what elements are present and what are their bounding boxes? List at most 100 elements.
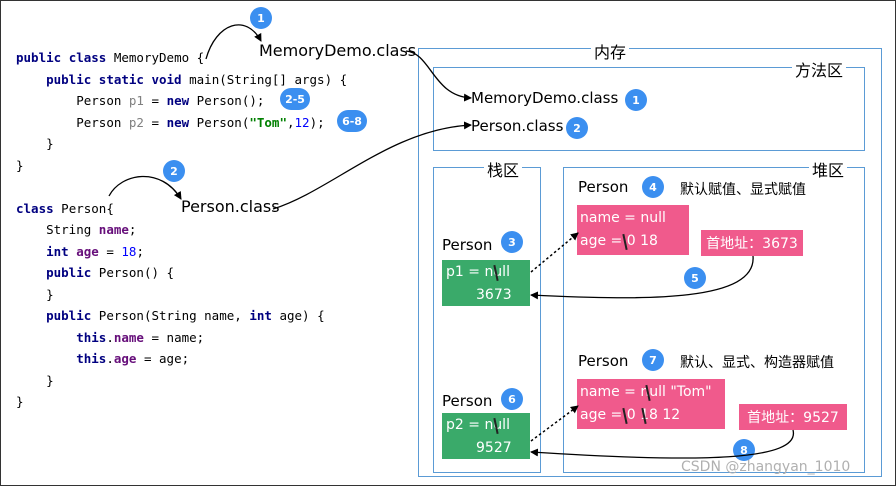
- assignment: = name;: [143, 329, 205, 345]
- new-value: 18: [640, 233, 658, 249]
- assignment: = age;: [136, 351, 190, 366]
- method-area-badge-1: 1: [625, 89, 647, 111]
- memory-region: [418, 48, 882, 477]
- constructor-signature-end: age) {: [279, 308, 325, 323]
- keyword: int: [249, 308, 272, 323]
- step-badge-2: 2: [163, 160, 185, 182]
- heap-object-1: name = null age = 0 18: [577, 205, 689, 255]
- method-area-badge-2: 2: [566, 117, 588, 139]
- code-line: this.age = age;: [16, 348, 347, 370]
- field-name: age: [76, 243, 99, 259]
- semicolon: ;: [128, 222, 137, 237]
- code-line: }: [16, 155, 347, 177]
- stack-person-label-1: Person: [442, 236, 493, 254]
- field-name: name =: [580, 384, 641, 400]
- heap-badge-5: 5: [684, 267, 706, 289]
- arrow-p1-to-heap-1: [530, 232, 579, 273]
- code-line: Person p1 = new Person();: [16, 90, 347, 112]
- new-value: "Tom": [670, 384, 712, 400]
- var-name: p1 =: [446, 264, 485, 280]
- code-line: String name;: [16, 219, 347, 241]
- keyword: new: [166, 93, 190, 108]
- code-line: Person p2 = new Person("Tom",12);: [16, 112, 347, 134]
- call-end: );: [309, 114, 325, 130]
- keyword: class: [16, 200, 54, 216]
- field-name-value: name = null: [580, 210, 666, 226]
- method-area-memorydemo-class: MemoryDemo.class: [471, 89, 619, 107]
- comma: ,: [287, 114, 295, 130]
- arrow-addr-2-to-p2: [530, 429, 794, 459]
- class-name: Person{: [61, 200, 114, 216]
- code-block: public class MemoryDemo { public static …: [16, 47, 347, 413]
- variable: p2: [128, 114, 144, 130]
- new-value: 9527: [476, 440, 512, 456]
- keyword: static: [98, 71, 144, 87]
- brace: }: [46, 286, 54, 302]
- arrow-p2-to-heap-2: [530, 405, 579, 442]
- dot: .: [106, 351, 114, 366]
- stack-var-p2: p2 = null 9527: [442, 413, 530, 459]
- watermark: CSDN @zhangyan_1010: [681, 459, 851, 475]
- heap-badge-7: 7: [642, 349, 664, 371]
- new-value: 12: [662, 407, 681, 423]
- code-line: }: [16, 370, 347, 392]
- old-value: null: [484, 417, 510, 433]
- method-signature: main(String[] args) {: [189, 71, 348, 87]
- brace: }: [16, 157, 24, 173]
- number-literal: 12: [294, 114, 310, 130]
- brace: }: [16, 394, 24, 409]
- stack-title: 栈区: [484, 157, 523, 181]
- code-line: public class MemoryDemo {: [16, 47, 347, 69]
- type-name: Person: [76, 114, 122, 130]
- code-line: class Person{: [16, 198, 347, 220]
- old-value: 0: [626, 233, 636, 249]
- operator: =: [98, 243, 122, 259]
- constructor-call: Person(: [196, 114, 250, 130]
- code-line: }: [16, 284, 347, 306]
- number-literal: 18: [121, 243, 137, 259]
- heap-badge-4: 4: [642, 176, 664, 198]
- heap-address-1: 首地址：3673: [701, 230, 803, 256]
- code-line: public static void main(String[] args) {: [16, 69, 347, 91]
- old-value: null: [484, 264, 510, 280]
- keyword: this: [76, 351, 107, 366]
- keyword: public: [16, 50, 62, 65]
- code-line: int age = 18;: [16, 241, 347, 263]
- variable: p1: [128, 93, 144, 108]
- code-line: }: [16, 391, 347, 413]
- heap-person-label-2: Person: [578, 352, 629, 370]
- new-value: 3673: [476, 287, 512, 303]
- step-badge-2-5: 2-5: [280, 88, 310, 110]
- code-line: }: [16, 133, 347, 155]
- code-line: this.name = name;: [16, 327, 347, 349]
- var-name: p2 =: [446, 417, 485, 433]
- method-area-region: [433, 67, 865, 151]
- brace: }: [46, 136, 54, 151]
- heap-title: 堆区: [809, 157, 848, 181]
- dot: .: [106, 329, 114, 345]
- semicolon: ;: [136, 243, 144, 259]
- old-value: 0: [626, 407, 636, 423]
- heap-note-2: 默认、显式、构造器赋值: [680, 355, 834, 371]
- keyword: public: [46, 265, 92, 280]
- step-badge-1: 1: [250, 7, 272, 29]
- field-age: age =: [580, 407, 627, 423]
- class-name: MemoryDemo {: [113, 50, 205, 65]
- arrow-load-memorydemo: [405, 50, 472, 102]
- arrow-addr-1-to-p1: [530, 255, 754, 300]
- stack-person-label-2: Person: [442, 392, 493, 410]
- person-class-label: Person.class: [181, 197, 280, 216]
- constructor-call: Person();: [196, 93, 265, 108]
- heap-person-label-1: Person: [578, 178, 629, 196]
- keyword: int: [46, 243, 69, 259]
- stack-badge-3: 3: [501, 231, 523, 253]
- field-name: name: [113, 329, 144, 345]
- step-badge-6-8: 6-8: [337, 110, 367, 132]
- arrow-code-to-memorydemo: [205, 24, 262, 60]
- code-line: public Person(String name, int age) {: [16, 305, 347, 327]
- stack-badge-6: 6: [501, 388, 523, 410]
- keyword: class: [68, 50, 107, 65]
- heap-note-1: 默认赋值、显式赋值: [680, 182, 806, 198]
